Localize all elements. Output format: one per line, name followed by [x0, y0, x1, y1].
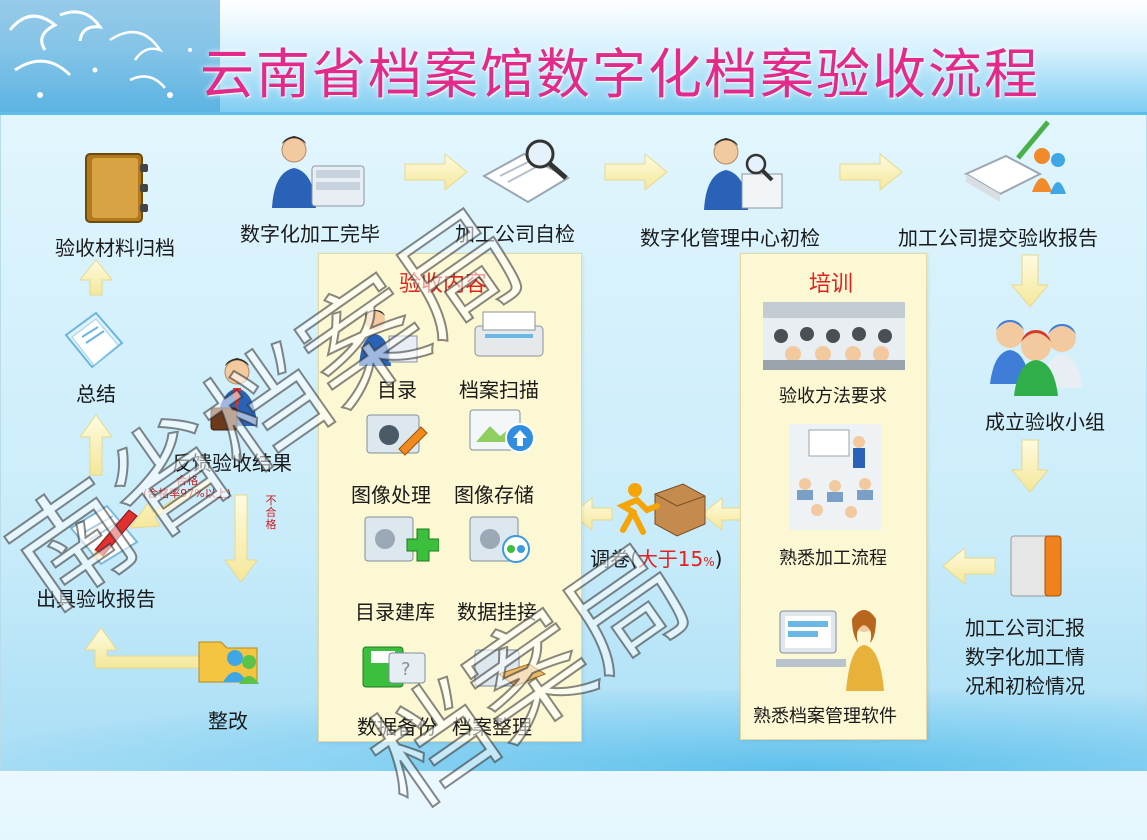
document-icon	[64, 311, 124, 369]
company-submit-report-label: 加工公司提交验收报告	[898, 226, 1098, 250]
pass-note: 合格 (合格率97%以上)	[132, 474, 242, 500]
company-report-line1: 加工公司汇报	[965, 616, 1085, 640]
catalog-database-icon	[364, 516, 439, 562]
training-panel: 培训 验收方法要求 熟悉加工流程 熟悉档案管理软件	[740, 253, 927, 740]
digitization-done-label: 数字化加工完毕	[240, 222, 380, 246]
arrow-left-3	[571, 496, 613, 532]
book-people-icon	[963, 120, 1066, 202]
archive-sort-icon	[474, 649, 547, 687]
pass-note-line2: (合格率97%以上)	[142, 487, 232, 500]
archive-materials-label: 验收材料归档	[55, 236, 175, 260]
center-initial-check-label: 数字化管理中心初检	[640, 226, 820, 250]
company-self-check-label: 加工公司自检	[455, 222, 575, 246]
content-item-1: 档案扫描	[459, 378, 539, 402]
fail-note-line2: 合	[265, 506, 277, 519]
image-processing-icon	[366, 414, 428, 456]
worker-computer-icon	[272, 136, 365, 208]
fail-note: 不 合 格	[265, 495, 277, 531]
folder-people-icon	[198, 641, 259, 684]
catalog-person-icon	[359, 310, 418, 366]
form-group-label: 成立验收小组	[985, 410, 1105, 434]
retrieve-prefix: 调卷(	[590, 547, 638, 571]
backup-disk-icon: ?	[362, 646, 426, 688]
arrow-right-2	[604, 152, 668, 192]
arrow-down-1	[1010, 254, 1050, 308]
scanner-icon	[474, 311, 544, 357]
arrow-right-1	[404, 152, 468, 192]
content-item-2: 图像处理	[351, 483, 431, 507]
arrow-left-1	[942, 546, 996, 586]
image-storage-icon	[469, 409, 535, 453]
arrow-left-2	[701, 496, 743, 532]
software-user-icon	[776, 610, 884, 691]
fail-note-line1: 不	[265, 494, 277, 507]
flow-arrows	[78, 152, 1050, 669]
arrow-right-3	[839, 152, 903, 192]
content-item-3: 图像存储	[454, 483, 534, 507]
training-item-0: 验收方法要求	[779, 386, 887, 407]
pass-note-line1: 合格	[176, 474, 198, 487]
content-panel-title: 验收内容	[399, 272, 488, 297]
runner-box-icon	[616, 483, 706, 537]
binder-orange-icon	[1010, 535, 1062, 597]
retrieve-highlight: 大于15	[637, 547, 704, 571]
report-pen-icon	[69, 504, 139, 566]
header-banner: 云南省档案馆数字化档案验收流程	[0, 0, 1147, 115]
arrow-rectify-back	[84, 627, 201, 669]
binder-icon	[85, 153, 148, 223]
company-report-line2: 数字化加工情	[965, 645, 1085, 669]
training-session-icon	[789, 424, 881, 530]
content-item-7: 档案整理	[452, 715, 532, 739]
company-report-line3: 况和初检情况	[965, 674, 1085, 698]
training-item-1: 熟悉加工流程	[779, 548, 887, 569]
company-report-label: 加工公司汇报 数字化加工情 况和初检情况	[965, 614, 1085, 701]
svg-text:?: ?	[401, 659, 411, 680]
retrieve-label: 调卷(大于15%)	[590, 543, 722, 572]
rectify-label: 整改	[208, 709, 248, 733]
content-panel: 验收内容 目录 档案扫描 图像处理 图像存储 目录建库 数据挂接	[318, 253, 582, 742]
training-item-2: 熟悉档案管理软件	[753, 706, 897, 727]
page-title: 云南省档案馆数字化档案验收流程	[200, 43, 1040, 106]
fail-note-line3: 格	[265, 518, 277, 531]
classroom-icon	[763, 302, 905, 370]
arrow-up-2	[79, 414, 113, 476]
document-magnifier-icon	[481, 139, 571, 204]
businessman-briefcase-icon	[210, 358, 257, 431]
arrow-up-1	[78, 259, 114, 296]
group-people-icon	[990, 320, 1082, 396]
arrow-down-2	[1010, 439, 1050, 493]
issue-report-label: 出具验收报告	[36, 587, 156, 611]
training-panel-title: 培训	[809, 272, 854, 297]
inspector-icon	[704, 138, 783, 210]
feedback-label: 反馈验收结果	[172, 451, 292, 475]
data-link-icon	[469, 516, 530, 563]
summary-label: 总结	[76, 382, 116, 406]
decorative-swirl-icon	[0, 0, 220, 112]
content-item-6: 数据备份	[357, 715, 437, 739]
content-item-4: 目录建库	[355, 600, 435, 624]
content-item-0: 目录	[377, 378, 417, 402]
retrieve-percent: %	[703, 555, 715, 569]
content-item-5: 数据挂接	[457, 600, 537, 624]
retrieve-suffix: )	[714, 547, 723, 571]
arrow-fail	[224, 494, 258, 583]
arrow-pass	[128, 479, 211, 529]
